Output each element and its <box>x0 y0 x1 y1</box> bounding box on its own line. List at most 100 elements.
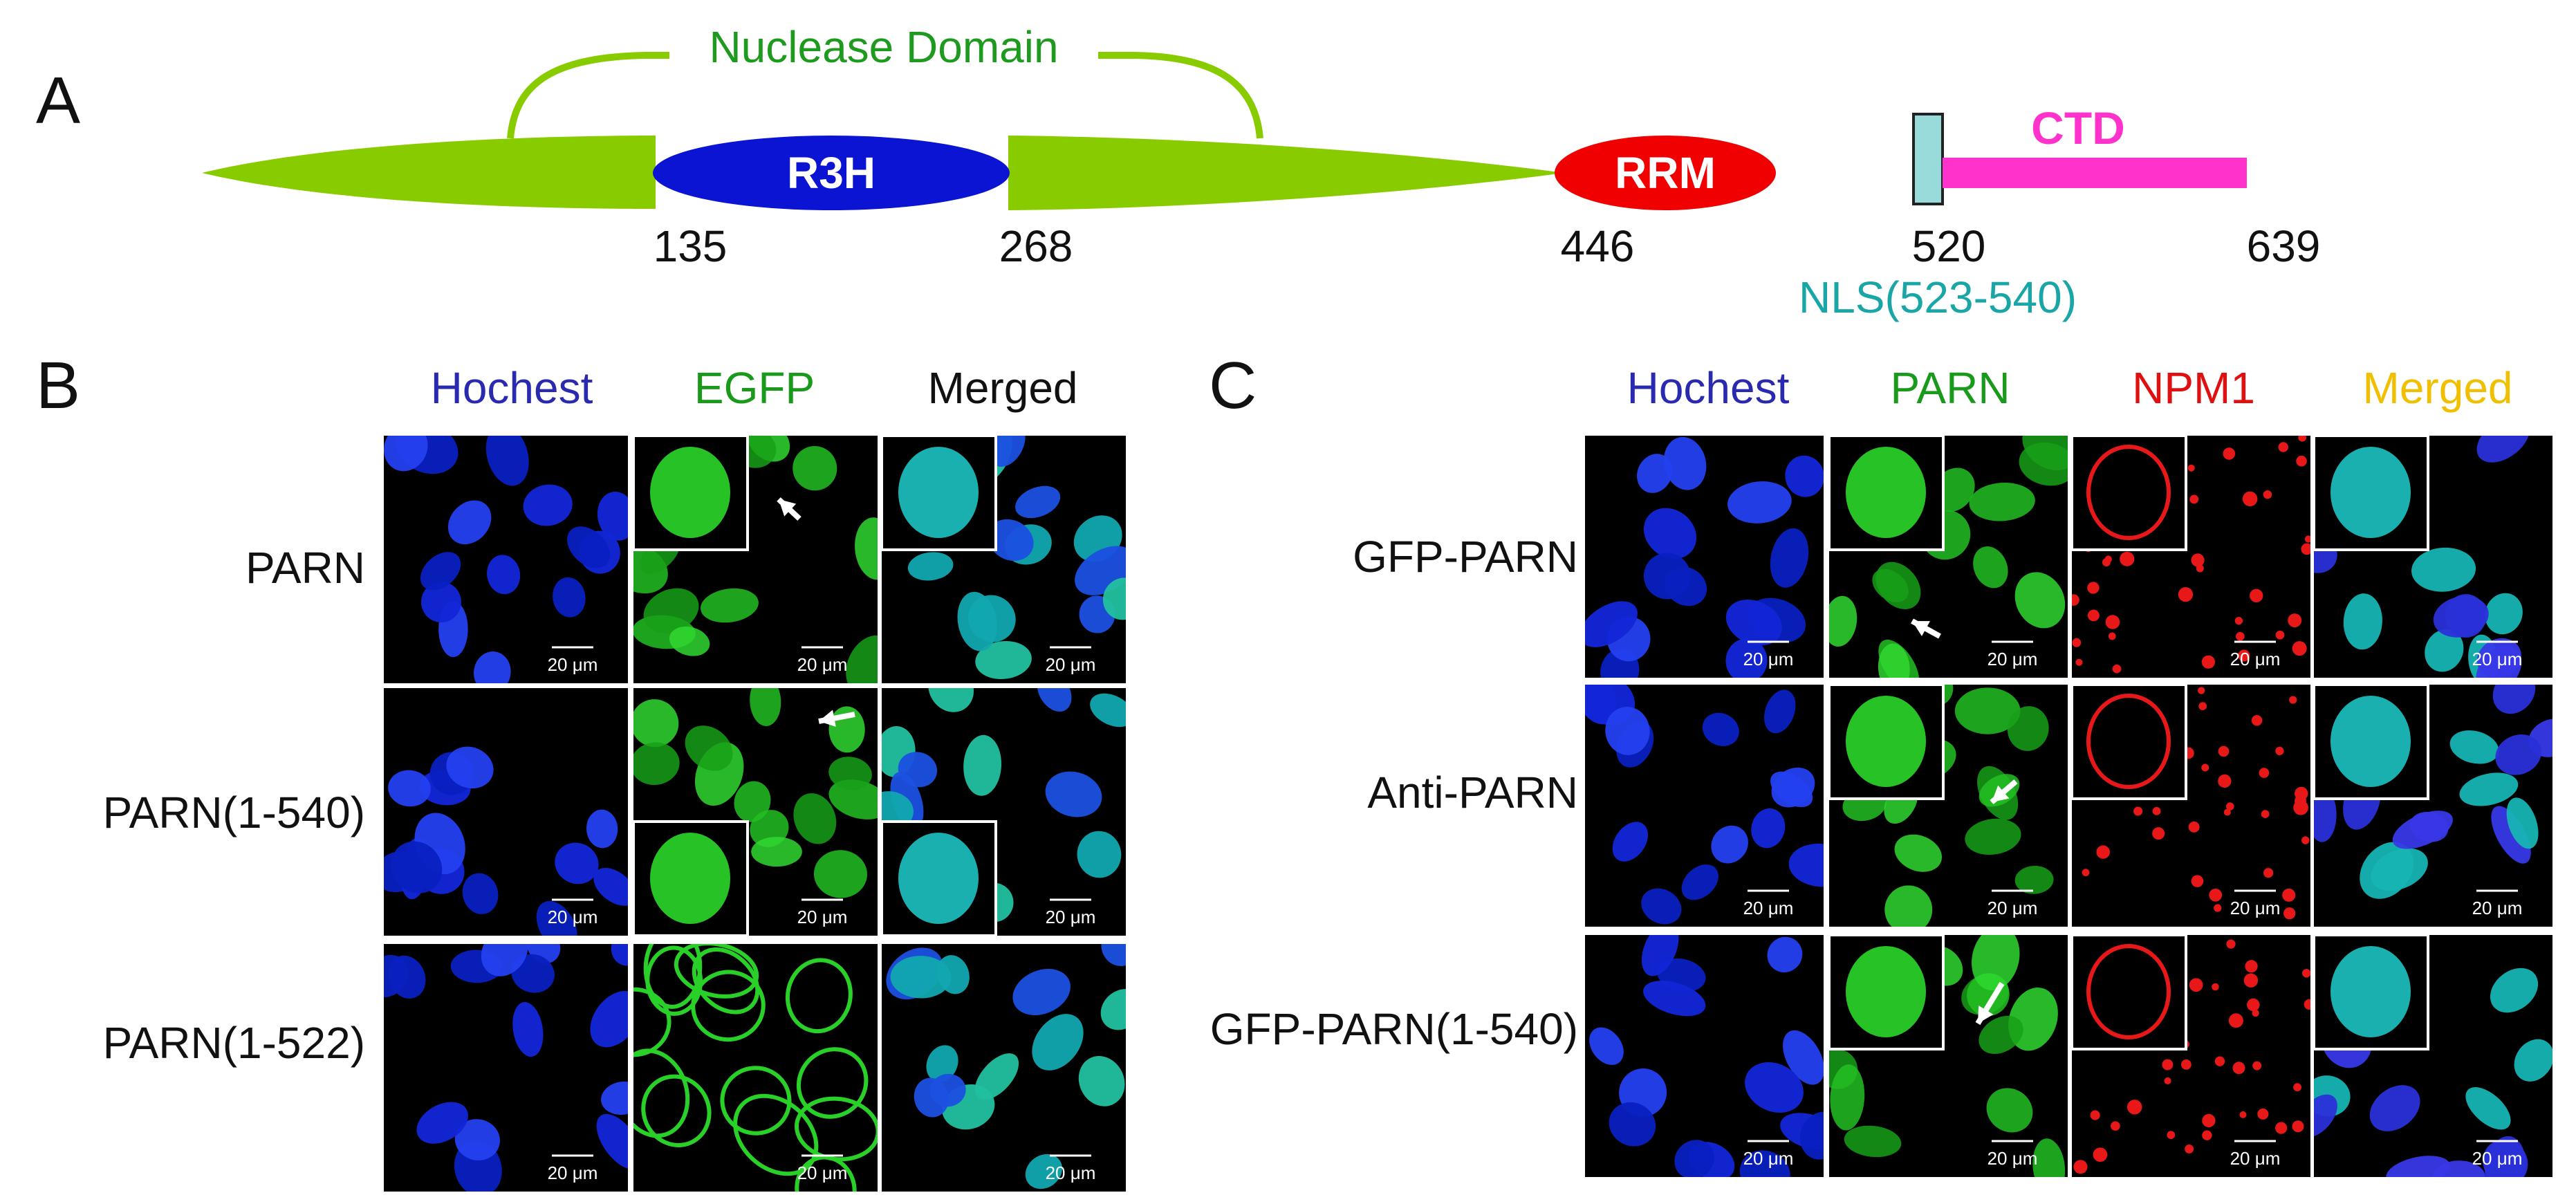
scale-bar: 20 μm <box>2472 640 2523 669</box>
scale-bar: 20 μm <box>797 1154 848 1183</box>
panel-b-row-parn-1-522: PARN(1-522) <box>103 1018 365 1068</box>
scale-bar: 20 μm <box>1743 889 1794 918</box>
panel-c-image-anti-parn-npm1: 20 μm <box>2070 683 2310 927</box>
panel-c-image-gfp-parn-1-540--npm1: 20 μm <box>2070 934 2310 1177</box>
scale-bar: 20 μm <box>2230 889 2281 918</box>
scale-bar: 20 μm <box>548 1154 598 1183</box>
panel-c-image-anti-parn-merged: 20 μm <box>2313 683 2552 927</box>
panel-c-image-anti-parn-parn: 20 μm <box>1828 683 2068 927</box>
rrm-domain <box>1555 136 1776 210</box>
panel-b-image-parn-hochest: 20 μm <box>384 436 628 683</box>
ctd-label: CTD <box>2031 102 2125 154</box>
scale-bar-label: 20 μm <box>1046 907 1096 927</box>
scale-bar: 20 μm <box>1046 1154 1096 1183</box>
position-268: 268 <box>999 221 1073 271</box>
scale-bar-label: 20 μm <box>2230 898 2281 918</box>
panel-b-col-merged: Merged <box>928 363 1078 413</box>
scale-bar: 20 μm <box>2230 1140 2281 1169</box>
panel-b: B Hochest EGFP Merged PARN PARN(1-540) P… <box>36 349 1126 1192</box>
nuclease-wedge-right <box>1008 136 1564 210</box>
panel-c-image-gfp-parn-hochest: 20 μm <box>1585 436 1824 678</box>
panel-c: C Hochest PARN NPM1 Merged GFP-PARN Anti… <box>1209 349 2552 1177</box>
panel-c-image-gfp-parn-merged: 20 μm <box>2313 434 2552 678</box>
scale-bar: 20 μm <box>2472 1140 2523 1169</box>
scale-bar-label: 20 μm <box>1743 1148 1794 1169</box>
panel-c-image-grid: 20 μm 20 μm 20 μm 20 μm 20 μm 20 μm 20 μm 20 μm… <box>1585 434 2552 1177</box>
scale-bar-label: 20 μm <box>1987 1148 2038 1169</box>
panel-b-image-parn-1-540--hochest: 20 μm <box>384 688 628 936</box>
panel-c-row-gfp-parn: GFP-PARN <box>1353 532 1578 582</box>
scale-bar-label: 20 μm <box>548 1163 598 1183</box>
panel-b-row-parn: PARN <box>245 543 365 593</box>
r3h-label: R3H <box>787 148 875 198</box>
panel-b-image-parn-1-540--merged: 20 μm <box>880 688 1126 937</box>
rrm-label: RRM <box>1615 148 1716 198</box>
scale-bar-label: 20 μm <box>2472 898 2523 918</box>
panel-c-row-anti-parn: Anti-PARN <box>1367 768 1578 817</box>
position-520: 520 <box>1912 221 1986 271</box>
position-135: 135 <box>654 221 728 271</box>
panel-c-col-merged: Merged <box>2363 363 2513 413</box>
panel-c-row-gfp-parn-1-540: GFP-PARN(1-540) <box>1210 1004 1578 1054</box>
scale-bar-label: 20 μm <box>1987 649 2038 669</box>
panel-b-image-grid: 20 μm 20 μm 20 μm 20 μm 20 μm 20 μm 20 μm 20 μm… <box>384 434 1126 1192</box>
scale-bar: 20 μm <box>2230 640 2281 669</box>
scale-bar-label: 20 μm <box>1743 898 1794 918</box>
scale-bar-label: 20 μm <box>2472 649 2523 669</box>
panel-b-letter: B <box>36 349 80 423</box>
scale-bar: 20 μm <box>1987 1140 2038 1169</box>
nls-label: NLS(523-540) <box>1799 272 2077 322</box>
ctd-bar <box>1943 158 2247 188</box>
panel-b-image-parn-merged: 20 μm <box>880 434 1126 683</box>
scale-bar: 20 μm <box>1046 898 1096 927</box>
panel-c-image-gfp-parn-npm1: 20 μm <box>2070 434 2310 678</box>
scale-bar-label: 20 μm <box>2230 1148 2281 1169</box>
panel-c-letter: C <box>1209 349 1257 423</box>
scale-bar: 20 μm <box>1046 646 1096 675</box>
panel-c-col-hochest: Hochest <box>1627 363 1790 413</box>
scale-bar-label: 20 μm <box>2472 1148 2523 1169</box>
nls-box <box>1912 113 1944 205</box>
scale-bar-label: 20 μm <box>1046 1163 1096 1183</box>
scale-bar: 20 μm <box>2472 889 2523 918</box>
scale-bar: 20 μm <box>1987 640 2038 669</box>
nuclease-domain-label: Nuclease Domain <box>709 22 1058 72</box>
panel-c-image-gfp-parn-1-540--parn: 20 μm <box>1828 934 2068 1177</box>
nuclease-wedge-left <box>202 136 656 209</box>
panel-b-row-parn-1-540: PARN(1-540) <box>103 788 365 837</box>
scale-bar-label: 20 μm <box>1987 898 2038 918</box>
scale-bar: 20 μm <box>797 898 848 927</box>
scale-bar-label: 20 μm <box>2230 649 2281 669</box>
panel-b-image-parn-1-522--egfp: 20 μm <box>633 944 878 1192</box>
panel-a: A Nuclease Domain R3H RRM CTD 135 268 44… <box>36 22 2320 322</box>
panel-b-image-parn-1-540--egfp: 20 μm <box>632 688 878 937</box>
panel-c-col-parn: PARN <box>1890 363 2010 413</box>
scale-bar-label: 20 μm <box>797 907 848 927</box>
panel-c-image-anti-parn-hochest: 20 μm <box>1585 685 1824 927</box>
scale-bar-label: 20 μm <box>797 654 848 675</box>
scale-bar: 20 μm <box>548 898 598 927</box>
panel-b-col-hochest: Hochest <box>431 363 593 413</box>
scale-bar-label: 20 μm <box>797 1163 848 1183</box>
scale-bar: 20 μm <box>1987 889 2038 918</box>
scale-bar-label: 20 μm <box>1743 649 1794 669</box>
panel-b-col-egfp: EGFP <box>694 363 815 413</box>
scale-bar: 20 μm <box>797 646 848 675</box>
panel-b-image-parn-egfp: 20 μm <box>632 434 878 683</box>
position-446: 446 <box>1561 221 1635 271</box>
r3h-domain <box>653 136 1010 210</box>
panel-c-image-gfp-parn-1-540--merged: 20 μm <box>2313 934 2552 1177</box>
panel-c-image-gfp-parn-1-540--hochest: 20 μm <box>1585 935 1824 1177</box>
panel-c-image-gfp-parn-parn: 20 μm <box>1828 434 2068 678</box>
position-639: 639 <box>2247 221 2321 271</box>
scale-bar-label: 20 μm <box>1046 654 1096 675</box>
scale-bar: 20 μm <box>548 646 598 675</box>
scale-bar: 20 μm <box>1743 640 1794 669</box>
panel-b-image-parn-1-522--hochest: 20 μm <box>384 944 628 1192</box>
scale-bar: 20 μm <box>1743 1140 1794 1169</box>
scale-bar-label: 20 μm <box>548 907 598 927</box>
panel-c-col-npm1: NPM1 <box>2132 363 2255 413</box>
nuclease-bracket <box>507 52 1263 139</box>
scale-bar-label: 20 μm <box>548 654 598 675</box>
